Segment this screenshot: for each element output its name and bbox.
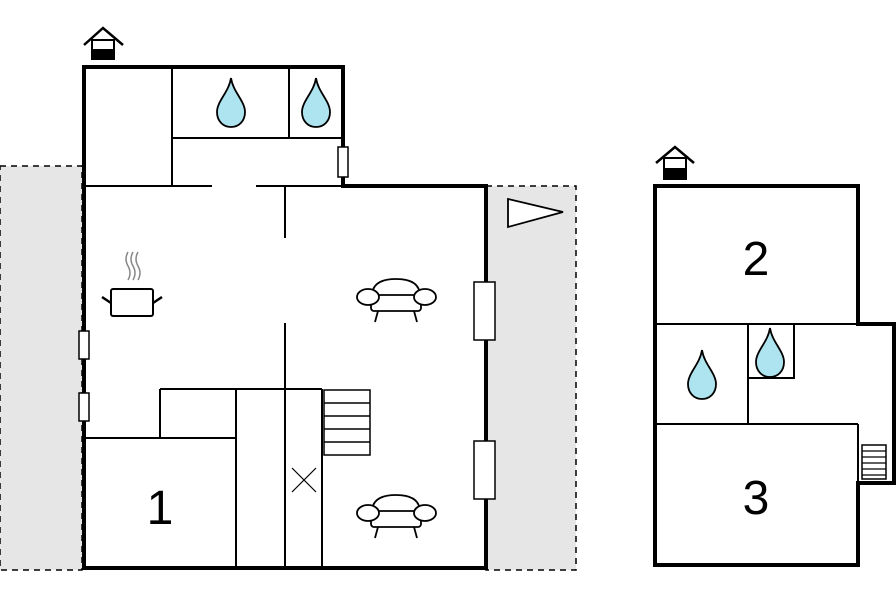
outer-wall xyxy=(82,65,488,570)
direction-arrow-icon xyxy=(507,197,564,229)
water-drop-icon xyxy=(301,77,331,128)
outer-wall xyxy=(653,184,896,567)
window xyxy=(78,330,90,360)
sofa-icon xyxy=(356,278,437,323)
window xyxy=(473,440,496,500)
window xyxy=(337,146,349,178)
water-drop-icon xyxy=(216,77,246,128)
interior-walls xyxy=(84,67,343,568)
room-label-3: 3 xyxy=(743,472,770,525)
cooking-pot-icon xyxy=(101,251,163,317)
stairs-icon xyxy=(323,389,371,456)
room-label-1: 1 xyxy=(147,482,174,535)
sofa-icon xyxy=(356,494,437,539)
house-entrance-icon xyxy=(655,145,695,180)
ground-floor: 1 xyxy=(78,26,564,570)
house-entrance-icon xyxy=(83,26,124,60)
stairs-icon xyxy=(861,444,887,480)
cross-mark-icon xyxy=(291,467,317,493)
upper-floor: 2 3 xyxy=(653,145,896,567)
water-drop-icon xyxy=(687,349,717,400)
room-label-2: 2 xyxy=(743,233,770,286)
window xyxy=(473,281,496,341)
interior-walls xyxy=(655,323,859,483)
water-drop-icon xyxy=(755,327,785,378)
terrace-right xyxy=(485,185,577,571)
window xyxy=(78,392,90,422)
terrace-left xyxy=(0,165,83,571)
